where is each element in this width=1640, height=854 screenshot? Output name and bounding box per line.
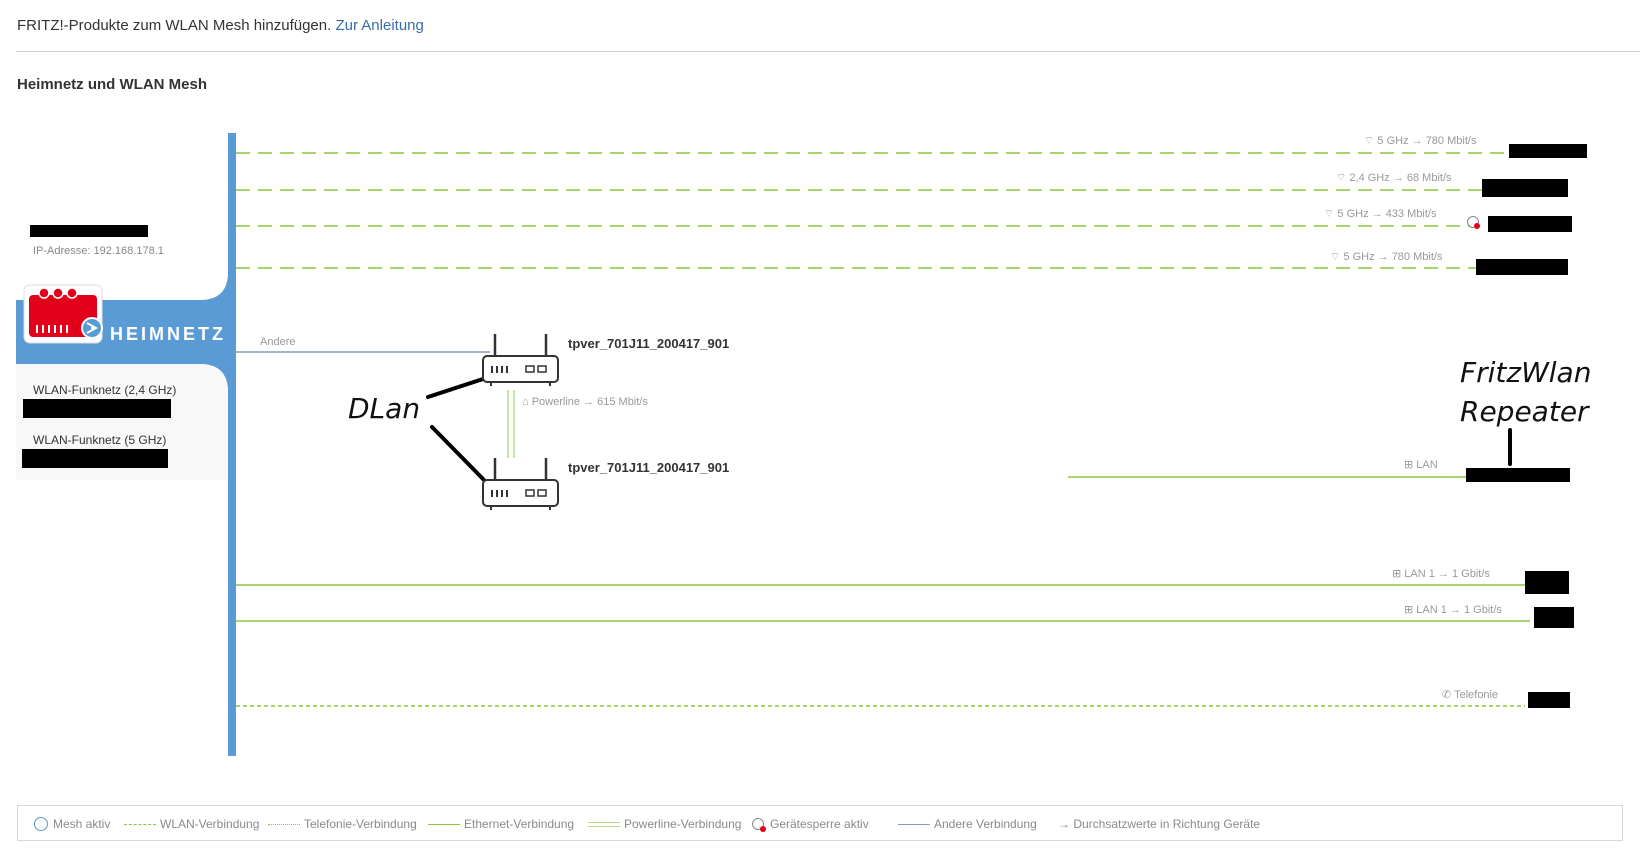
annotation-repeater-line1: FritzWlan [1460,356,1592,389]
redacted-device[interactable] [1488,216,1572,232]
redacted-device[interactable] [1482,179,1568,197]
redacted-device[interactable] [1476,259,1568,275]
legend-wlan: WLAN-Verbindung [124,817,259,831]
wlan-24-label: WLAN-Funknetz (2,4 GHz) [33,383,177,397]
annotation-stroke [426,376,488,399]
legend-durchsatz: → Durchsatzwerte in Richtung Geräte [1058,817,1261,831]
legend: Mesh aktiv WLAN-Verbindung Telefonie-Ver… [17,805,1623,841]
divider [16,51,1640,52]
mesh-icon [34,817,48,831]
mesh-icon [81,317,103,339]
redacted-ssid-5 [22,449,168,468]
wifi-connection-label: ⌔ 5 GHz → 780 Mbit/s [1330,251,1443,263]
router-icon [482,334,559,386]
annotation-repeater-line2: Repeater [1460,395,1589,428]
ip-address: IP-Adresse: 192.168.178.1 [33,245,164,257]
device-lock-icon [752,818,766,832]
section-title: Heimnetz und WLAN Mesh [17,76,207,93]
lan-connection-label: ⊞ LAN 1 → 1 Gbit/s [1392,568,1490,580]
redacted-device[interactable] [1534,607,1574,628]
redacted-device[interactable] [1525,571,1569,594]
wifi-icon: ⌔ [1324,208,1338,220]
redacted-box-name [30,225,148,237]
legend-telefonie: Telefonie-Verbindung [268,817,417,831]
legend-powerline: Powerline-Verbindung [588,817,741,831]
lan-connection-label: ⊞ LAN [1404,459,1438,471]
phone-icon: ✆ [1442,689,1455,701]
telephony-connection-label: ✆ Telefonie [1442,689,1499,701]
annotation-dlan: DLan [348,392,421,425]
wlan-5-label: WLAN-Funknetz (5 GHz) [33,433,167,447]
wifi-icon: ⌔ [1364,135,1378,147]
guide-link[interactable]: Zur Anleitung [335,17,424,34]
redacted-device[interactable] [1528,692,1570,708]
wifi-connection-label: ⌔ 5 GHz → 433 Mbit/s [1324,208,1437,220]
network-icon: ⊞ [1404,604,1417,616]
intro-message: FRITZ!-Produkte zum WLAN Mesh hinzufügen… [17,17,332,34]
legend-sperre: Gerätesperre aktiv [752,817,869,832]
network-icon: ⊞ [1392,568,1405,580]
powerline-label: ⌂ Powerline → 615 Mbit/s [522,396,648,408]
mesh-diagram [16,133,1530,756]
wifi-connection-label: ⌔ 5 GHz → 780 Mbit/s [1364,135,1477,147]
intro-text: FRITZ!-Produkte zum WLAN Mesh hinzufügen… [17,17,424,34]
router-icon [482,458,559,510]
network-icon: ⊞ [1404,459,1417,471]
house-icon: ⌂ [522,396,532,408]
redacted-ssid-24 [23,399,171,418]
wifi-icon: ⌔ [1336,172,1350,184]
mesh-backbone [228,133,236,756]
heimnetz-label: HEIMNETZ [110,324,226,344]
dlan-device-name[interactable]: tpver_701J11_200417_901 [568,460,730,475]
dlan-device-name[interactable]: tpver_701J11_200417_901 [568,336,730,351]
device-lock-icon [1467,216,1480,229]
lan-connection-label: ⊞ LAN 1 → 1 Gbit/s [1404,604,1502,616]
legend-ethernet: Ethernet-Verbindung [428,817,574,831]
other-connection-label: Andere [260,336,296,348]
legend-mesh: Mesh aktiv [34,817,110,831]
redacted-repeater[interactable] [1466,468,1570,482]
wifi-icon: ⌔ [1330,251,1344,263]
annotation-stroke [430,425,488,484]
redacted-device[interactable] [1509,144,1587,158]
legend-andere: Andere Verbindung [898,817,1037,831]
wifi-connection-label: ⌔ 2,4 GHz → 68 Mbit/s [1336,172,1452,184]
